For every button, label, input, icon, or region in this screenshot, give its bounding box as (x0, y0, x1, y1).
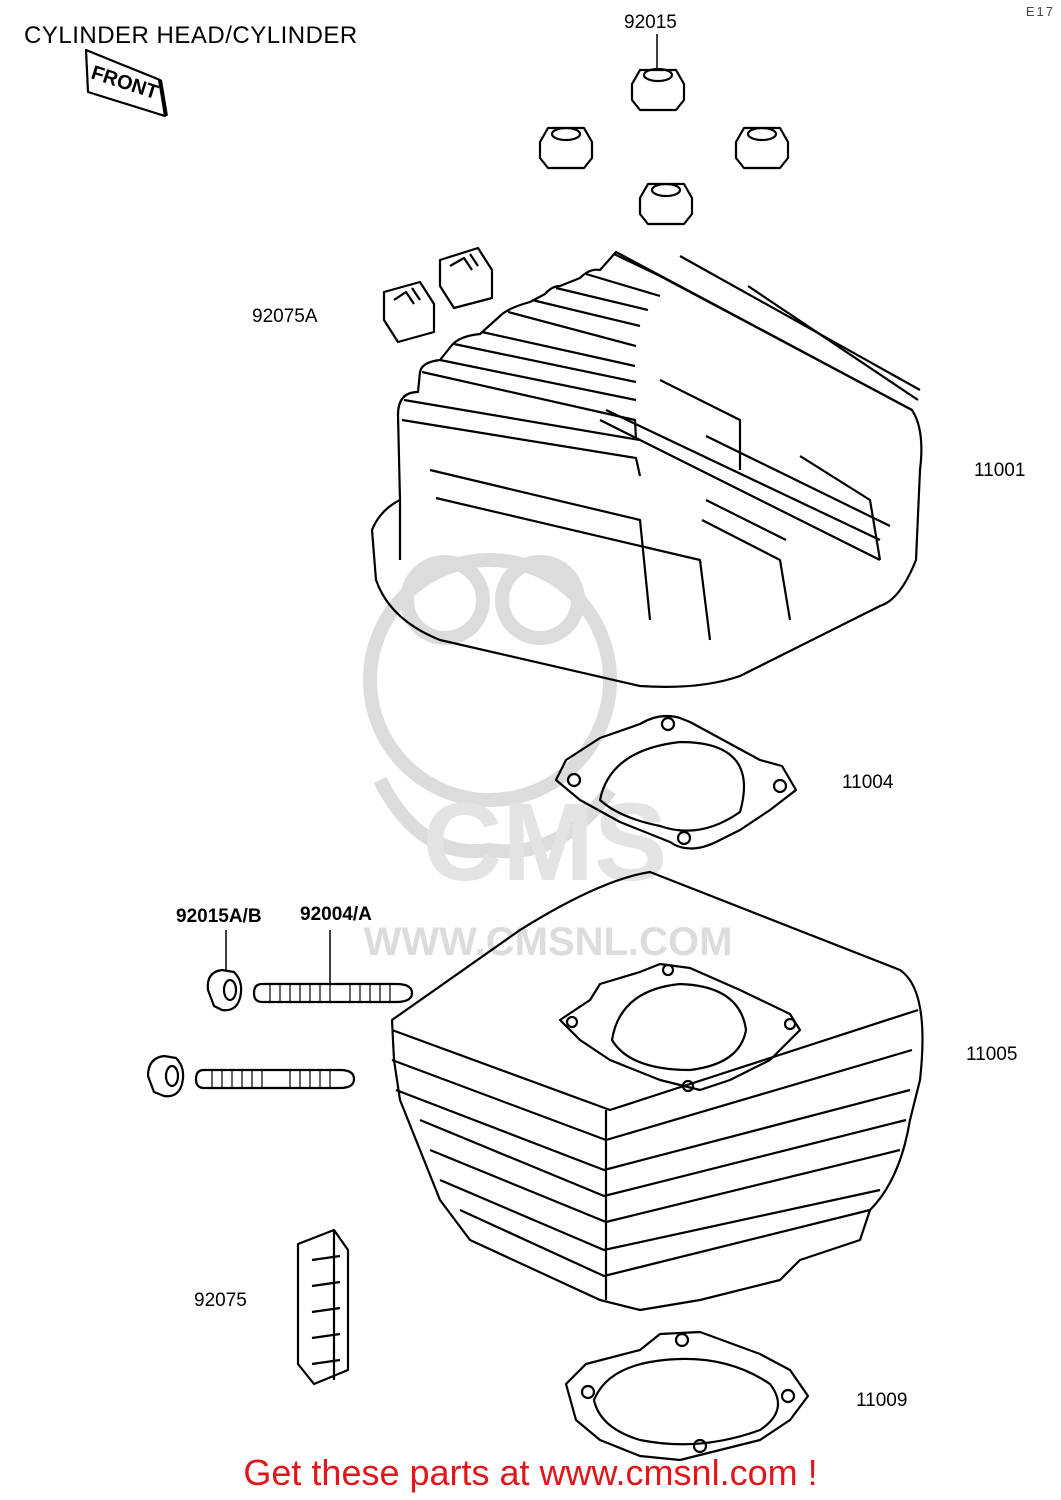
corner-code: E17 (1025, 4, 1055, 19)
cylinder-11005 (390, 870, 924, 1312)
part-label-92004A[interactable]: 92004/A (300, 904, 372, 925)
nut-92015A-upper (206, 968, 243, 1012)
head-gasket-11004 (554, 714, 798, 850)
damper-92075 (296, 1228, 350, 1386)
nut-92015-left (538, 126, 594, 170)
part-label-92075[interactable]: 92075 (194, 1290, 247, 1311)
part-label-11001[interactable]: 11001 (974, 460, 1026, 481)
watermark-brand: CMS (423, 781, 667, 904)
part-label-92075A[interactable]: 92075A (252, 306, 318, 327)
nut-92015-top (630, 67, 686, 112)
damper-92075A (382, 246, 494, 344)
part-label-11009[interactable]: 11009 (856, 1390, 908, 1411)
stud-92004-lower (194, 1068, 356, 1090)
nut-92015A-lower (146, 1054, 185, 1098)
part-label-92015AB[interactable]: 92015A/B (176, 906, 262, 927)
base-gasket-11009 (564, 1330, 810, 1462)
part-label-11005[interactable]: 11005 (966, 1044, 1018, 1065)
part-label-11004[interactable]: 11004 (842, 772, 894, 793)
nut-92015-bottom (638, 182, 694, 226)
part-label-92015[interactable]: 92015 (624, 12, 677, 33)
stud-92004-upper (252, 982, 414, 1004)
nut-92015-right (734, 126, 790, 170)
page-title: CYLINDER HEAD/CYLINDER (24, 22, 358, 49)
footer-link[interactable]: Get these parts at www.cmsnl.com ! (243, 1452, 818, 1493)
front-arrow-icon: FRONT (84, 48, 168, 118)
watermark-url: WWW.CMSNL.COM (364, 920, 733, 964)
cylinder-head-11001 (370, 250, 923, 688)
